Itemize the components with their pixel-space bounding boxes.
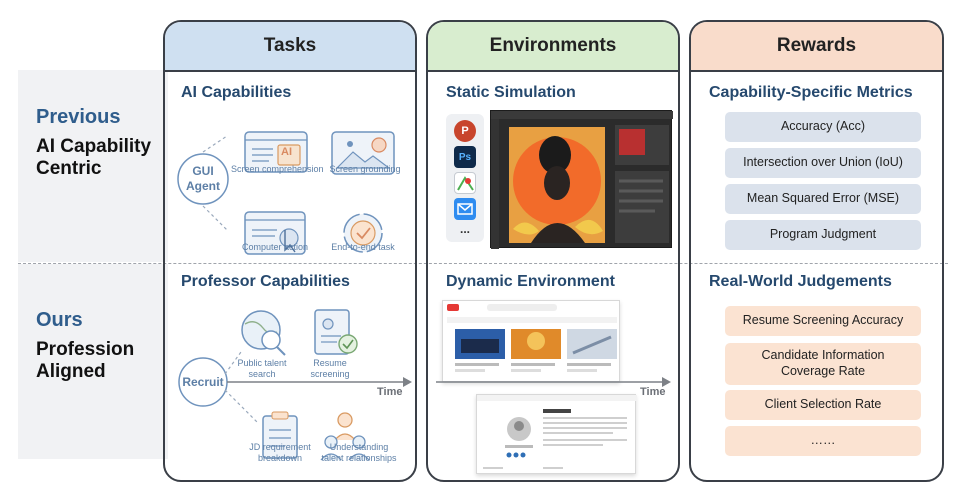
label-jd-requirement-l2: breakdown (257, 452, 303, 463)
ours-row-band (18, 264, 168, 459)
row-line2-previous: Centric (36, 158, 102, 179)
label-resume-screening-l2: screening (310, 368, 350, 379)
profile-page-screenshot (476, 394, 637, 474)
label-screen-grounding: Screen grounding (329, 164, 401, 174)
label-computer-action: Computer action (241, 242, 309, 252)
metric-candidate-coverage-l2: Coverage Rate (780, 364, 866, 378)
photoshop-screenshot (490, 110, 673, 249)
mail-icon-glyph (457, 203, 473, 215)
metric-program-judgment: Program Judgment (725, 220, 921, 250)
static-simulation-title: Static Simulation (446, 84, 576, 101)
computer-action-icon (244, 211, 306, 255)
capability-metrics-title: Capability-Specific Metrics (709, 84, 913, 101)
ai-capabilities-title: AI Capabilities (181, 84, 292, 101)
row-line1-previous: AI Capability (36, 135, 152, 157)
rewards-header: Rewards (691, 22, 942, 72)
dynamic-environment-title: Dynamic Environment (446, 273, 615, 290)
screen-grounding-icon (331, 131, 395, 175)
app-dock: P Ps ... (446, 114, 484, 242)
more-apps-icon: ... (459, 222, 470, 236)
metric-ellipsis: …… (725, 426, 921, 456)
label-public-talent-search-l1: Public talent (237, 358, 287, 368)
row-accent-previous: Previous (36, 106, 121, 128)
label-talent-relationships: Understanding talent relationships (307, 442, 411, 464)
metric-accuracy: Accuracy (Acc) (725, 112, 921, 142)
maps-icon (454, 172, 476, 194)
label-resume-screening: Resume screening (295, 358, 365, 380)
label-end-to-end-task: End-to-end task (331, 242, 395, 252)
profile-page-art (477, 395, 637, 469)
real-world-judgements-title: Real-World Judgements (709, 273, 892, 290)
metric-resume-screening: Resume Screening Accuracy (725, 306, 921, 336)
environments-header: Environments (428, 22, 678, 72)
previous-row-band (18, 70, 168, 262)
metric-client-selection: Client Selection Rate (725, 390, 921, 420)
row-line2-ours: Aligned (36, 361, 106, 382)
metric-iou: Intersection over Union (IoU) (725, 148, 921, 178)
talent-relationships-icon (320, 412, 370, 461)
video-site-screenshot (442, 300, 620, 382)
label-public-talent-search: Public talent search (227, 358, 297, 380)
recruit-label: Recruit (182, 375, 224, 389)
label-jd-requirement-l1: JD requirement (249, 442, 311, 452)
label-public-talent-search-l2: search (248, 368, 276, 379)
jd-requirement-breakdown-icon (262, 411, 298, 459)
video-site-art (447, 304, 617, 372)
powerpoint-icon: P (454, 120, 476, 142)
label-talent-relationships-l2: talent relationships (321, 452, 397, 463)
row-line1-ours: Profession (36, 338, 135, 360)
maps-icon-glyph (457, 176, 474, 191)
row-label-ours: Ours Profession Aligned (36, 309, 134, 383)
env-time-arrow (436, 377, 671, 387)
resume-screening-icon (314, 309, 358, 355)
label-screen-comprehension: Screen comprehension (231, 164, 324, 174)
tasks-header: Tasks (165, 22, 415, 72)
metric-candidate-coverage: Candidate Information Coverage Rate (725, 343, 921, 385)
mail-icon (454, 198, 476, 220)
tasks-time-label: Time (377, 386, 403, 398)
rewards-column: Rewards Capability-Specific Metrics Accu… (689, 20, 944, 482)
tasks-column: Tasks AI Capabilities (163, 20, 417, 482)
env-time-label: Time (640, 386, 666, 398)
metric-candidate-coverage-l1: Candidate Information (761, 348, 885, 363)
public-talent-search-icon (241, 310, 286, 356)
row-accent-ours: Ours (36, 309, 83, 331)
recruit-diagram (178, 309, 412, 461)
label-talent-relationships-l1: Understanding (329, 442, 389, 452)
metric-mse: Mean Squared Error (MSE) (725, 184, 921, 214)
row-divider (18, 263, 948, 264)
ai-badge: AI (281, 146, 292, 158)
gui-agent-diagram (177, 131, 395, 255)
professor-capabilities-title: Professor Capabilities (181, 273, 350, 290)
photoshop-icon: Ps (454, 146, 476, 168)
row-label-previous: Previous AI Capability Centric (36, 106, 151, 180)
gui-agent-line1: GUI (192, 164, 214, 178)
screen-comprehension-icon (244, 131, 308, 173)
photoshop-canvas-art (491, 111, 673, 249)
end-to-end-task-icon (343, 213, 383, 253)
label-jd-requirement: JD requirement breakdown (243, 442, 317, 464)
gui-agent-line2: Agent (186, 179, 220, 193)
environments-column: Environments Static Simulation P Ps ... (426, 20, 680, 482)
gui-agent-label: GUI Agent (179, 164, 227, 194)
label-resume-screening-l1: Resume (313, 358, 347, 368)
